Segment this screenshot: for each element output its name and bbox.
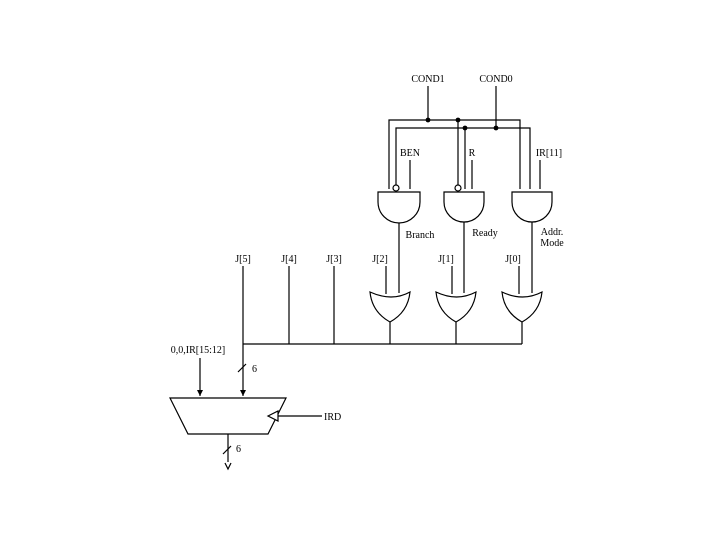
- or-gate-j1: [435, 290, 477, 323]
- and-gate-addr-mode: [511, 191, 553, 223]
- junction-dot: [455, 117, 461, 123]
- inversion-bubble: [454, 184, 462, 192]
- label-mode: Mode: [540, 238, 564, 249]
- junction-dot: [462, 125, 468, 131]
- label-j2: J[2]: [372, 254, 388, 265]
- and-gate-branch: [377, 191, 421, 224]
- or-gate-j2: [369, 290, 411, 323]
- mux: [169, 397, 287, 435]
- label-j5: J[5]: [235, 254, 251, 265]
- cond1-bus: [388, 119, 521, 189]
- ird-arrowhead: [266, 410, 279, 422]
- label-bus-width-out: 6: [236, 444, 241, 455]
- label-j3: J[3]: [326, 254, 342, 265]
- inversion-bubble: [392, 184, 400, 192]
- output-arrow: [224, 462, 232, 471]
- arrowhead: [197, 390, 203, 396]
- and-gate-ready: [443, 191, 485, 223]
- label-r: R: [469, 148, 476, 159]
- label-j1: J[1]: [438, 254, 454, 265]
- label-branch: Branch: [406, 230, 435, 241]
- junction-dot: [425, 117, 431, 123]
- junction-dot: [493, 125, 499, 131]
- label-ready: Ready: [472, 228, 498, 239]
- label-bus-width-in: 6: [252, 364, 257, 375]
- label-j0: J[0]: [505, 254, 521, 265]
- label-cond0: COND0: [479, 74, 512, 85]
- label-ir11: IR[11]: [536, 148, 562, 159]
- label-j4: J[4]: [281, 254, 297, 265]
- label-mux-input: 0,0,IR[15:12]: [171, 345, 225, 356]
- label-ben: BEN: [400, 148, 420, 159]
- arrowhead: [240, 390, 246, 396]
- label-ird: IRD: [324, 412, 341, 423]
- bus-width-slash: [222, 445, 232, 455]
- bus-width-slash: [237, 363, 247, 373]
- or-gate-j0: [501, 290, 543, 323]
- label-cond1: COND1: [411, 74, 444, 85]
- label-addr: Addr.: [541, 227, 564, 238]
